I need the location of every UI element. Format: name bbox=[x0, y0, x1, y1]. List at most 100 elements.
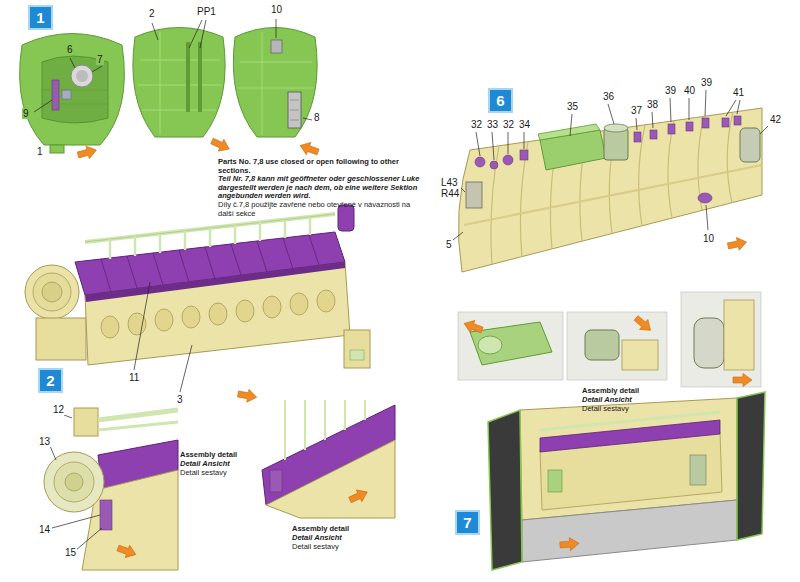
bulkhead-rear bbox=[276, 19, 277, 38]
callout-number: 42 bbox=[769, 114, 782, 125]
assembled-section bbox=[690, 455, 706, 485]
assembly-detail-figure bbox=[622, 340, 658, 370]
callout-number: 11 bbox=[128, 372, 140, 383]
step-number: 2 bbox=[46, 373, 54, 388]
diesel-engine bbox=[134, 236, 137, 256]
bulkhead-middle bbox=[200, 20, 206, 48]
bulkhead-rear bbox=[240, 62, 312, 63]
assembly-detail-figure bbox=[347, 486, 370, 506]
hull-section bbox=[727, 236, 748, 253]
assembly-detail-figure bbox=[567, 312, 667, 380]
callout-number: 3 bbox=[176, 394, 184, 405]
callout-number: 36 bbox=[602, 91, 615, 102]
callout-number: 5 bbox=[445, 239, 453, 250]
bulkhead-rear bbox=[290, 110, 299, 111]
hull-section bbox=[634, 132, 641, 142]
hull-section bbox=[734, 116, 741, 125]
hull-section bbox=[464, 165, 762, 225]
diesel-engine bbox=[284, 220, 287, 238]
diesel-engine bbox=[236, 300, 254, 322]
callout-number: 9 bbox=[22, 108, 30, 119]
assembly-detail-figure bbox=[98, 422, 178, 430]
bulkhead-rear bbox=[303, 118, 312, 120]
bulkhead-front bbox=[52, 80, 59, 110]
assembly-detail-figure bbox=[74, 408, 98, 436]
bulkhead-rear bbox=[262, 32, 263, 135]
diesel-engine bbox=[263, 296, 281, 318]
direction-arrow bbox=[298, 139, 320, 158]
assembled-section bbox=[522, 500, 737, 562]
assembly-detail-figure bbox=[65, 473, 83, 491]
assembled-section bbox=[737, 392, 765, 540]
assembly-detail-figure bbox=[285, 400, 365, 460]
assembly-caption: Assembly detail bbox=[292, 524, 372, 533]
callout-number: 10 bbox=[270, 4, 283, 15]
bulkhead-front bbox=[42, 90, 108, 91]
hull-section bbox=[538, 124, 600, 140]
callout-number: 14 bbox=[38, 524, 51, 535]
callout-number: 8 bbox=[313, 112, 321, 123]
diesel-engine bbox=[128, 313, 146, 335]
bulkhead-rear bbox=[288, 92, 301, 128]
assembly-detail-figure bbox=[304, 400, 306, 450]
assembly-detail-figure bbox=[64, 415, 72, 418]
bulkhead-middle bbox=[133, 20, 225, 137]
hull-section bbox=[668, 124, 675, 134]
hull-section bbox=[636, 118, 637, 130]
direction-arrow bbox=[237, 388, 258, 404]
diesel-engine bbox=[101, 259, 111, 292]
assembly-detail-figure bbox=[694, 318, 724, 368]
assembly-caption: Detail sestavy bbox=[180, 468, 260, 477]
bulkhead-rear bbox=[290, 120, 299, 121]
diesel-engine bbox=[110, 217, 310, 259]
hull-section bbox=[698, 193, 712, 203]
assembly-caption: Assembly detail bbox=[582, 386, 662, 395]
caption-block: Assembly detailDetail AnsichtDetail sest… bbox=[292, 524, 372, 551]
caption-block: Assembly detailDetail AnsichtDetail sest… bbox=[582, 386, 662, 413]
callout-number: 37 bbox=[630, 105, 643, 116]
hull-section bbox=[453, 232, 463, 240]
hull-section bbox=[652, 112, 653, 128]
diesel-engine bbox=[25, 205, 370, 392]
direction-arrow bbox=[237, 388, 258, 404]
step-number-box: 6 bbox=[488, 88, 513, 113]
step-number: 1 bbox=[36, 10, 44, 25]
assembly-detail-figure bbox=[100, 500, 112, 530]
bulkhead-front bbox=[62, 90, 71, 99]
hull-section bbox=[503, 155, 513, 165]
step-number-box: 2 bbox=[38, 368, 63, 393]
hull-section bbox=[608, 104, 614, 124]
bulkhead-front bbox=[42, 56, 108, 123]
hull-section bbox=[458, 108, 762, 272]
callout-number: 15 bbox=[64, 547, 77, 558]
bulkhead-rear bbox=[233, 19, 317, 137]
hull-section bbox=[737, 100, 740, 114]
diesel-engine bbox=[309, 217, 312, 235]
diesel-engine bbox=[182, 306, 200, 328]
hull-section bbox=[520, 142, 528, 257]
hull-section bbox=[491, 112, 733, 264]
assembly-caption: Detail sestavy bbox=[292, 542, 372, 551]
bulkhead-rear bbox=[290, 100, 299, 101]
diesel-engine bbox=[209, 228, 212, 247]
diesel-engine bbox=[101, 290, 335, 338]
callout-number: 41 bbox=[732, 87, 745, 98]
callout-number: 39 bbox=[664, 85, 677, 96]
assembled-section bbox=[548, 470, 562, 492]
hull-section bbox=[461, 188, 465, 192]
bulkhead-middle bbox=[186, 42, 190, 112]
assembled-section bbox=[559, 537, 579, 552]
diesel-engine bbox=[180, 345, 192, 392]
step-number-box: 7 bbox=[455, 510, 480, 535]
assembly-detail-figure bbox=[262, 400, 395, 518]
assembly-detail-figure bbox=[632, 313, 655, 335]
callout-number: R44 bbox=[440, 188, 460, 199]
callout-number: 6 bbox=[66, 44, 74, 55]
diesel-engine bbox=[234, 225, 237, 244]
callout-number: 35 bbox=[566, 101, 579, 112]
diesel-engine bbox=[134, 282, 150, 370]
hull-section bbox=[492, 132, 494, 160]
assembled-section bbox=[488, 410, 522, 570]
diesel-engine bbox=[283, 238, 293, 269]
diesel-engine bbox=[36, 318, 86, 360]
